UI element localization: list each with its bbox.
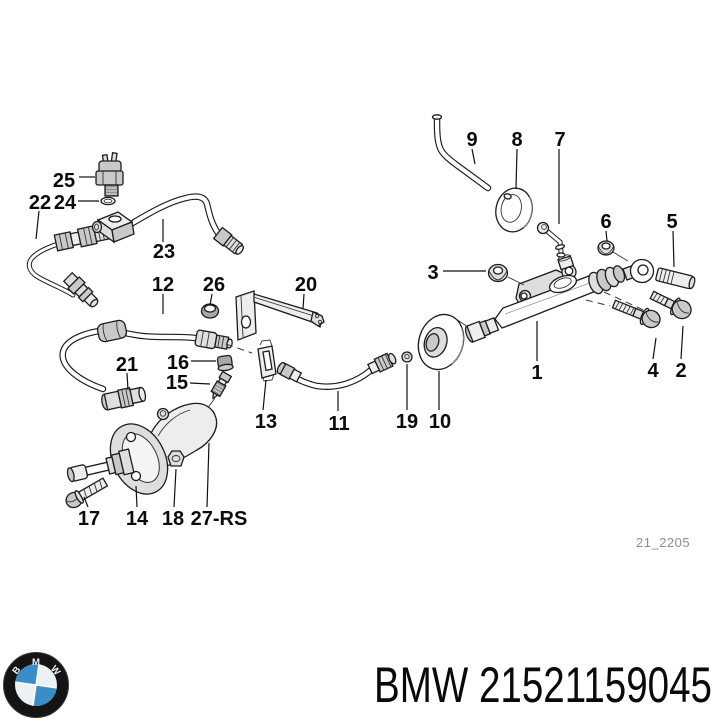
part-label-14: 14	[126, 508, 149, 530]
part-label-20: 20	[295, 274, 317, 296]
drawing-code: 21_2205	[636, 535, 690, 550]
part-6-drawing	[597, 240, 629, 262]
part-2-drawing	[649, 290, 692, 320]
part-label-16: 16	[167, 352, 189, 374]
part-1-drawing	[464, 254, 655, 343]
part-label-23: 23	[153, 241, 175, 263]
bmw-quadrant-cross	[15, 664, 57, 706]
part-23-drawing	[91, 193, 244, 255]
part-3-drawing	[487, 263, 509, 283]
part-13-drawing	[257, 339, 277, 382]
part-label-7: 7	[554, 129, 565, 151]
leader-lines	[35, 148, 684, 508]
part-label-27-rs: 27-RS	[191, 508, 248, 530]
part-4-drawing	[611, 299, 661, 329]
part-17-drawing	[65, 477, 109, 509]
part-label-13: 13	[255, 411, 277, 433]
part-label-8: 8	[511, 129, 522, 151]
part-label-19: 19	[396, 411, 418, 433]
part-label-10: 10	[429, 411, 451, 433]
part-labels: 25 22 24 23 12 26 20 21 16 15 17 14 18 2…	[29, 129, 687, 530]
part-label-26: 26	[203, 274, 225, 296]
alignment-dash-2	[585, 299, 611, 307]
part-8-drawing	[495, 187, 533, 233]
part-11-drawing	[225, 343, 397, 390]
part-18-drawing	[167, 450, 185, 467]
part-9-drawing	[431, 114, 492, 192]
part-label-22: 22	[29, 192, 51, 214]
bmw-quadrant-blue-tl	[15, 664, 39, 685]
part-label-2: 2	[675, 360, 686, 382]
part-21-drawing	[101, 386, 147, 411]
bmw-logo-letter-m: M	[32, 657, 40, 668]
part-label-3: 3	[427, 262, 438, 284]
part-label-24: 24	[54, 192, 77, 214]
part-16-drawing	[216, 354, 234, 372]
part-10-drawing	[417, 313, 469, 371]
part-label-25: 25	[53, 170, 75, 192]
part-20-drawing	[235, 290, 325, 341]
part-25-drawing	[95, 152, 124, 197]
part-label-9: 9	[466, 129, 477, 151]
part-14-27rs-drawing	[66, 402, 218, 495]
part-label-11: 11	[328, 413, 349, 435]
part-12-drawing	[59, 319, 233, 393]
part-19-drawing	[401, 351, 413, 363]
part-label-1: 1	[531, 362, 542, 384]
part-label-6: 6	[600, 211, 611, 233]
part-number-text: BMW 21521159045	[374, 657, 712, 713]
part-label-15: 15	[166, 372, 188, 394]
part-label-17: 17	[78, 508, 100, 530]
alignment-dash-1	[603, 291, 649, 313]
part-label-5: 5	[666, 211, 677, 233]
part-7-drawing	[536, 221, 566, 258]
part-label-21: 21	[116, 354, 138, 376]
part-24-drawing	[100, 196, 116, 206]
part-label-18: 18	[162, 508, 184, 530]
bmw-logo: B M W	[3, 652, 69, 718]
part-26-drawing	[200, 303, 220, 319]
part-label-4: 4	[647, 360, 659, 382]
part-label-12: 12	[152, 274, 174, 296]
part-5-drawing	[655, 267, 696, 290]
bmw-quadrant-blue-br	[33, 685, 57, 706]
